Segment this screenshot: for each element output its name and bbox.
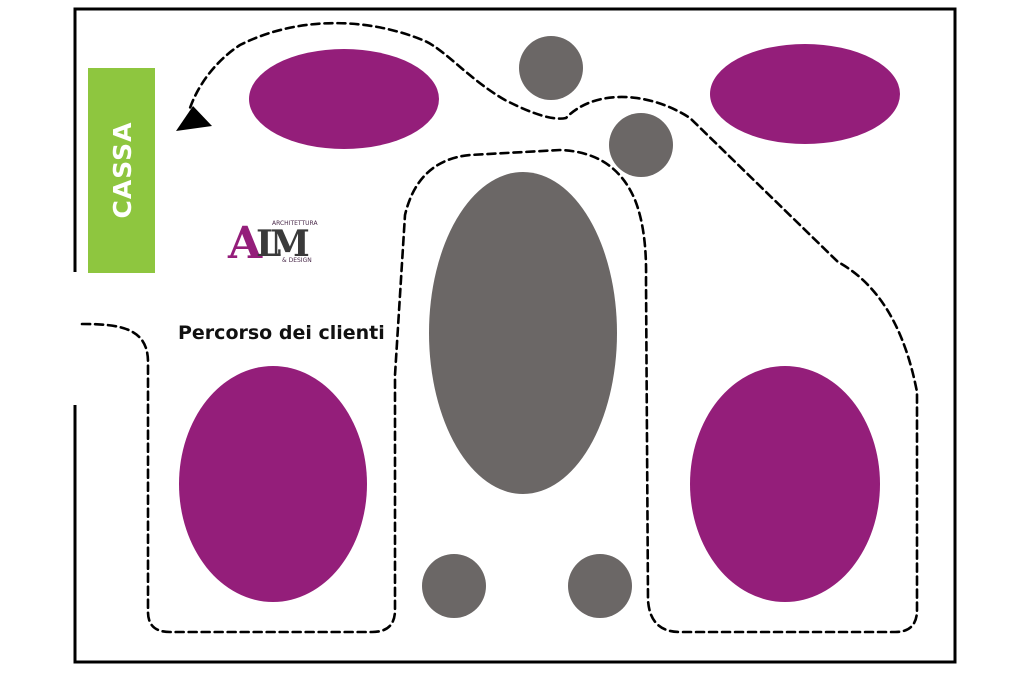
gray-central-island bbox=[429, 172, 617, 494]
arrowhead-left-icon bbox=[176, 106, 212, 131]
purple-table-bottom-left bbox=[179, 366, 367, 602]
logo-bottom-text: & DESIGN bbox=[282, 257, 312, 264]
cash-desk: CASSA bbox=[88, 68, 155, 273]
customer-route-path bbox=[80, 21, 919, 634]
logo-top-text: ARCHITETTURA bbox=[272, 220, 318, 227]
logo-letter-a: A bbox=[227, 218, 263, 269]
gray-stand-bottom-right bbox=[568, 554, 632, 618]
route-label: Percorso dei clienti bbox=[178, 322, 385, 344]
purple-table-bottom-right bbox=[690, 366, 880, 602]
logo-letter-m: M bbox=[270, 223, 310, 265]
gray-stand-middle bbox=[609, 113, 673, 177]
purple-table-top-right bbox=[710, 44, 900, 144]
gray-stand-bottom-left bbox=[422, 554, 486, 618]
purple-table-top-left bbox=[249, 49, 439, 149]
cash-desk-block bbox=[88, 68, 155, 273]
cash-desk-label: CASSA bbox=[108, 122, 137, 219]
logo-letter-l: L bbox=[256, 223, 281, 265]
alm-logo: A L M ARCHITETTURA & DESIGN bbox=[227, 218, 318, 269]
gray-stand-top bbox=[519, 36, 583, 100]
store-wall-outline bbox=[73, 7, 957, 664]
